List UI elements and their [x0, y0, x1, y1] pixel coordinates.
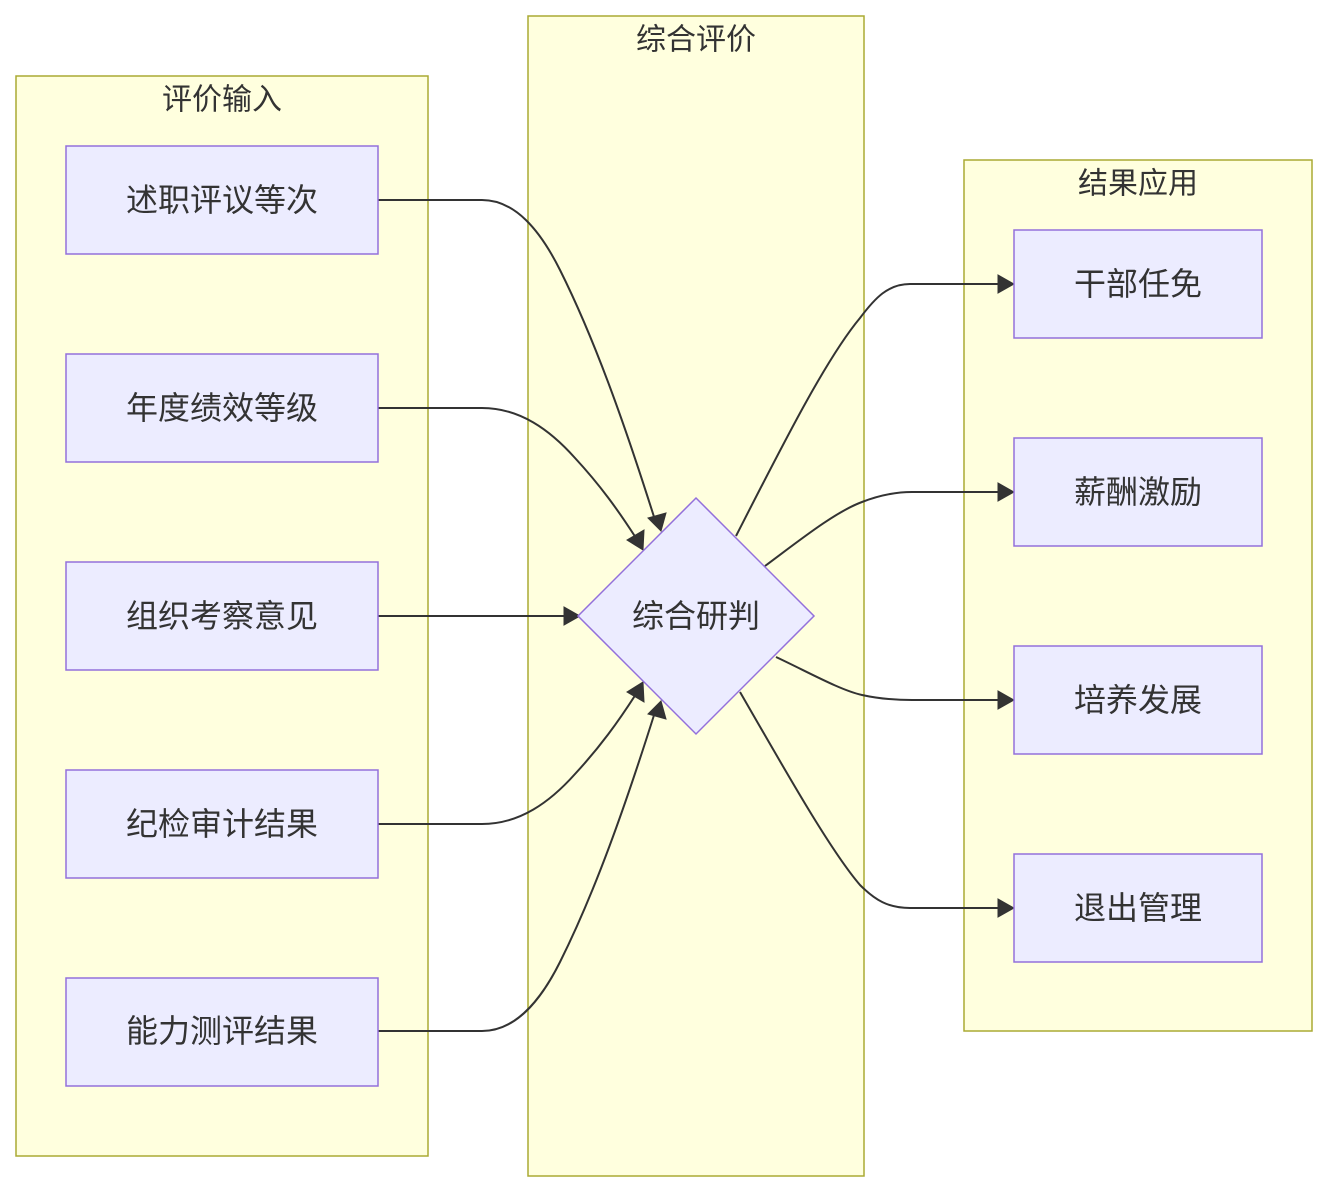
- decision-diamond: [576, 496, 816, 736]
- node-label: 年度绩效等级: [126, 389, 318, 427]
- node-box: [1013, 437, 1263, 547]
- cluster-title: 结果应用: [1078, 167, 1198, 202]
- cluster-title: 综合评价: [636, 23, 756, 58]
- node-comprehensive-judgment[interactable]: 综合研判: [576, 496, 816, 736]
- node-training-development[interactable]: 培养发展: [1013, 645, 1263, 755]
- edges-output: [735, 274, 1016, 918]
- node-label: 薪酬激励: [1074, 473, 1202, 511]
- arrowhead: [997, 482, 1016, 502]
- edge-input-4: [378, 693, 637, 825]
- cluster-title: 评价输入: [162, 83, 282, 118]
- edge-output-3: [775, 656, 1002, 701]
- edge-output-4: [739, 691, 1002, 909]
- node-organization-inspection-opinion[interactable]: 组织考察意见: [65, 561, 379, 671]
- node-label: 述职评议等次: [126, 181, 318, 219]
- edge-input-5: [378, 711, 656, 1032]
- arrowhead: [997, 898, 1016, 918]
- arrowhead: [647, 512, 667, 532]
- arrowhead: [626, 681, 645, 703]
- arrowhead: [563, 606, 582, 626]
- node-box: [1013, 229, 1263, 339]
- node-box: [65, 977, 379, 1087]
- arrowhead: [997, 690, 1016, 710]
- edges-input: [378, 199, 667, 1032]
- node-label: 干部任免: [1074, 265, 1202, 303]
- node-box: [65, 353, 379, 463]
- node-ability-assessment-result[interactable]: 能力测评结果: [65, 977, 379, 1087]
- node-annual-performance-level[interactable]: 年度绩效等级: [65, 353, 379, 463]
- node-discipline-audit-result[interactable]: 纪检审计结果: [65, 769, 379, 879]
- node-label: 综合研判: [632, 597, 760, 635]
- node-label: 培养发展: [1074, 681, 1202, 719]
- edge-input-1: [378, 199, 656, 521]
- node-label: 组织考察意见: [126, 597, 318, 635]
- edge-output-2: [764, 491, 1002, 567]
- node-cadre-appointment[interactable]: 干部任免: [1013, 229, 1263, 339]
- node-box: [1013, 853, 1263, 963]
- node-box: [1013, 645, 1263, 755]
- node-label: 能力测评结果: [126, 1012, 318, 1050]
- node-box: [65, 561, 379, 671]
- node-label: 退出管理: [1074, 889, 1202, 927]
- node-salary-incentive[interactable]: 薪酬激励: [1013, 437, 1263, 547]
- node-box: [65, 769, 379, 879]
- node-label: 纪检审计结果: [126, 805, 318, 843]
- node-box: [65, 145, 379, 255]
- node-exit-management[interactable]: 退出管理: [1013, 853, 1263, 963]
- arrowhead: [626, 529, 645, 551]
- node-performance-review-grade[interactable]: 述职评议等次: [65, 145, 379, 255]
- edge-input-2: [378, 407, 637, 539]
- arrowhead: [997, 274, 1016, 294]
- edge-output-1: [735, 283, 1002, 537]
- arrowhead: [647, 700, 667, 720]
